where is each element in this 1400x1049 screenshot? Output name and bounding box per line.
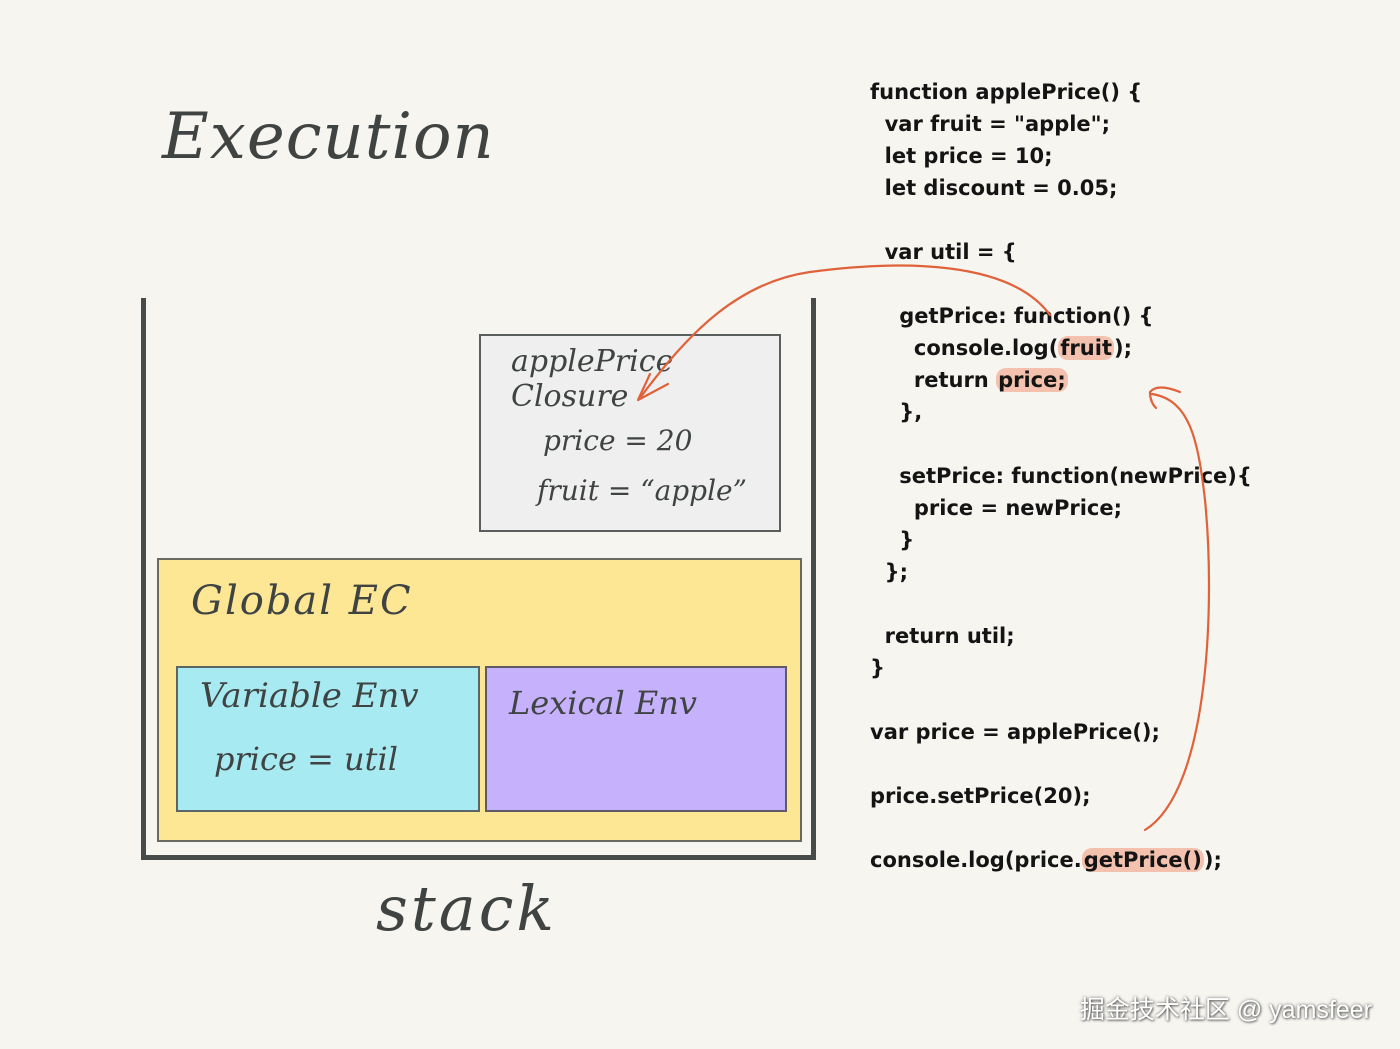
code-line: var fruit = "apple"; — [870, 112, 1111, 136]
code-highlight: price; — [996, 368, 1068, 392]
code-line: return util; — [870, 624, 1015, 648]
code-line: } — [870, 528, 915, 552]
code-listing: function applePrice() { var fruit = "app… — [870, 76, 1252, 876]
code-line: } — [870, 656, 885, 680]
code-line: getPrice: function() { — [870, 304, 1154, 328]
variable-env-entry: price = util — [214, 740, 398, 778]
closure-price-entry: price = 20 — [543, 424, 693, 457]
variable-environment: Variable Env price = util — [176, 666, 480, 812]
code-line: price.setPrice(20); — [870, 784, 1091, 808]
variable-env-title: Variable Env — [200, 676, 419, 716]
code-line: price = newPrice; — [870, 496, 1122, 520]
stack-left-wall — [141, 298, 146, 860]
global-ec-title: Global EC — [191, 578, 413, 624]
closure-arrowhead — [636, 372, 670, 402]
closure-box: applePrice Closure price = 20 fruit = “a… — [479, 334, 781, 532]
getprice-arrow — [1143, 392, 1211, 832]
code-line: var util = { — [870, 240, 1017, 264]
code-line: }, — [870, 400, 923, 424]
diagram-title: Execution — [162, 100, 495, 174]
getprice-arrowhead — [1148, 386, 1182, 410]
closure-title: applePrice Closure — [511, 344, 674, 414]
code-line: }; — [870, 560, 908, 584]
code-line: let price = 10; — [870, 144, 1053, 168]
lexical-environment: Lexical Env — [485, 666, 787, 812]
stack-floor — [141, 855, 816, 860]
lexical-env-title: Lexical Env — [509, 684, 697, 722]
stack-label: stack — [376, 872, 557, 945]
code-line: function applePrice() { — [870, 80, 1143, 104]
code-line: var price = applePrice(); — [870, 720, 1160, 744]
code-line: console.log(price.getPrice()); — [870, 848, 1222, 872]
code-line: setPrice: function(newPrice){ — [870, 464, 1252, 488]
closure-fruit-entry: fruit = “apple” — [537, 474, 747, 507]
code-line: return price; — [870, 368, 1068, 392]
closure-arrow — [638, 264, 1052, 400]
code-highlight: getPrice() — [1081, 848, 1204, 872]
global-execution-context: Global EC Variable Env price = util Lexi… — [157, 558, 802, 842]
watermark: 掘金技术社区 @ yamsfeer — [1079, 996, 1372, 1024]
stack-right-wall — [811, 298, 816, 860]
code-highlight: fruit — [1058, 336, 1114, 360]
code-line: let discount = 0.05; — [870, 176, 1118, 200]
code-line: console.log(fruit); — [870, 336, 1132, 360]
